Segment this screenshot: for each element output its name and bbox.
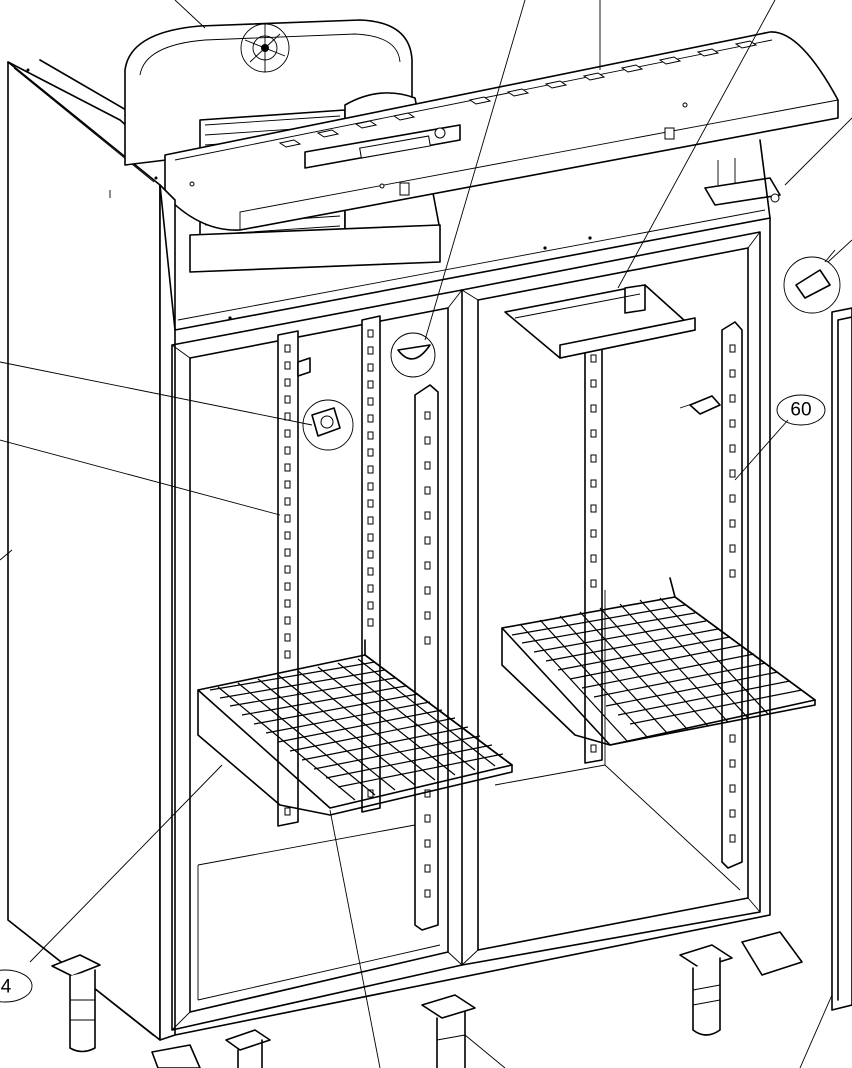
shelf-clip xyxy=(679,395,721,415)
door-hinge-detail xyxy=(783,249,841,314)
control-panel-housing xyxy=(164,31,839,231)
top-hinge-bracket xyxy=(704,158,781,206)
callout-60: 60 xyxy=(776,394,826,426)
right-compartment-frame xyxy=(461,231,761,966)
left-side-panel xyxy=(7,61,161,1041)
callout-14-label: 4 xyxy=(1,977,12,998)
right-shelf-support-2 xyxy=(721,321,743,869)
callout-14: 4 xyxy=(0,969,33,1003)
callout-60-label: 60 xyxy=(790,400,811,421)
left-shelf-support-3 xyxy=(414,384,439,931)
vent-slots xyxy=(278,40,758,148)
thermostat-sensor xyxy=(302,399,354,451)
feet xyxy=(51,931,803,1068)
door-gasket-frame xyxy=(831,307,852,1011)
left-shelf-support-1 xyxy=(277,330,299,827)
cabinet-body xyxy=(159,139,771,1041)
fan-motor-clip xyxy=(297,357,311,377)
right-shelf-support-1 xyxy=(584,341,603,764)
drip-tray xyxy=(504,284,696,359)
left-wire-shelf xyxy=(197,639,513,816)
left-shelf-support-2 xyxy=(361,315,381,813)
right-wire-shelf xyxy=(501,577,816,746)
ceiling-light xyxy=(390,332,436,378)
